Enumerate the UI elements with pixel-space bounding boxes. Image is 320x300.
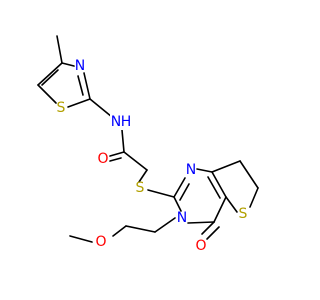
bond-pyr-c2-n1-double [179, 183, 190, 201]
nh-atom: N H [110, 114, 132, 130]
nh-hydrogen-label: H [121, 114, 132, 130]
bond-n3-ch2 [154, 217, 176, 233]
thioether-sulfur-label: S [136, 180, 145, 196]
bond-ch2-ch2 [125, 225, 156, 233]
bond-s-pyrimidine [147, 189, 175, 198]
bond-thiazole-c4-c5-double [41, 69, 59, 86]
keto-oxygen-label: O [195, 238, 206, 254]
bond-nh-amide-c [121, 129, 125, 153]
bond-thiophene-s-c4a [225, 196, 238, 213]
atom-labels: N H O S N N O S O N S [57, 58, 248, 254]
bond-thiophene-c4a-c7a-double [207, 176, 221, 199]
bond-thiophene-c7-c6 [239, 160, 259, 189]
bond-thiazole-n-c4 [61, 62, 75, 67]
bond-thiazole-c4-c5 [37, 62, 63, 86]
thiophene-sulfur-label: S [239, 206, 248, 222]
bonds [37, 35, 259, 243]
bond-amide-ch2 [123, 151, 148, 171]
pyrimidine-n1-label: N [186, 162, 196, 178]
molecule-structure-diagram: N H O S N N O S O N S [37, 35, 259, 254]
bond-keto-double [206, 226, 220, 240]
amide-oxygen-label: O [97, 151, 108, 167]
bond-thiophene-c6-s [249, 187, 259, 208]
bond-ch2-oether [112, 225, 127, 237]
bond-oether-methyl [69, 235, 93, 243]
thiazole-sulfur-label: S [57, 100, 66, 116]
bond-keto [201, 221, 215, 235]
bond-thiazole-c2-n-double [77, 75, 84, 96]
bond-thiazole-s-c2 [67, 98, 91, 108]
ether-oxygen-label: O [95, 234, 106, 250]
bond-pyr-c4-n3 [187, 221, 215, 224]
bond-pyr-c4a-c4 [213, 196, 227, 223]
bond-pyr-c7a-c4a [211, 171, 227, 198]
bond-amide-co [109, 151, 125, 157]
bond-thiazole-c5-s [37, 84, 57, 104]
thiazole-nitrogen-label: N [75, 58, 85, 74]
bond-ch2-s [138, 169, 148, 183]
pyrimidine-n3-label: N [177, 210, 187, 226]
bond-pyr-n3-c2 [173, 196, 182, 212]
bond-amide-co-double [109, 157, 122, 162]
bond-pyr-n1-c7a [196, 168, 213, 173]
bond-thiazole-nh [89, 98, 113, 118]
nh-atom-label: N [111, 114, 121, 130]
bond-methyl-thiazole [56, 35, 63, 64]
bond-pyr-c2-n1 [173, 177, 186, 198]
bond-thiazole-c2-n [83, 72, 91, 100]
bond-thiophene-c7a-c7 [211, 160, 241, 173]
